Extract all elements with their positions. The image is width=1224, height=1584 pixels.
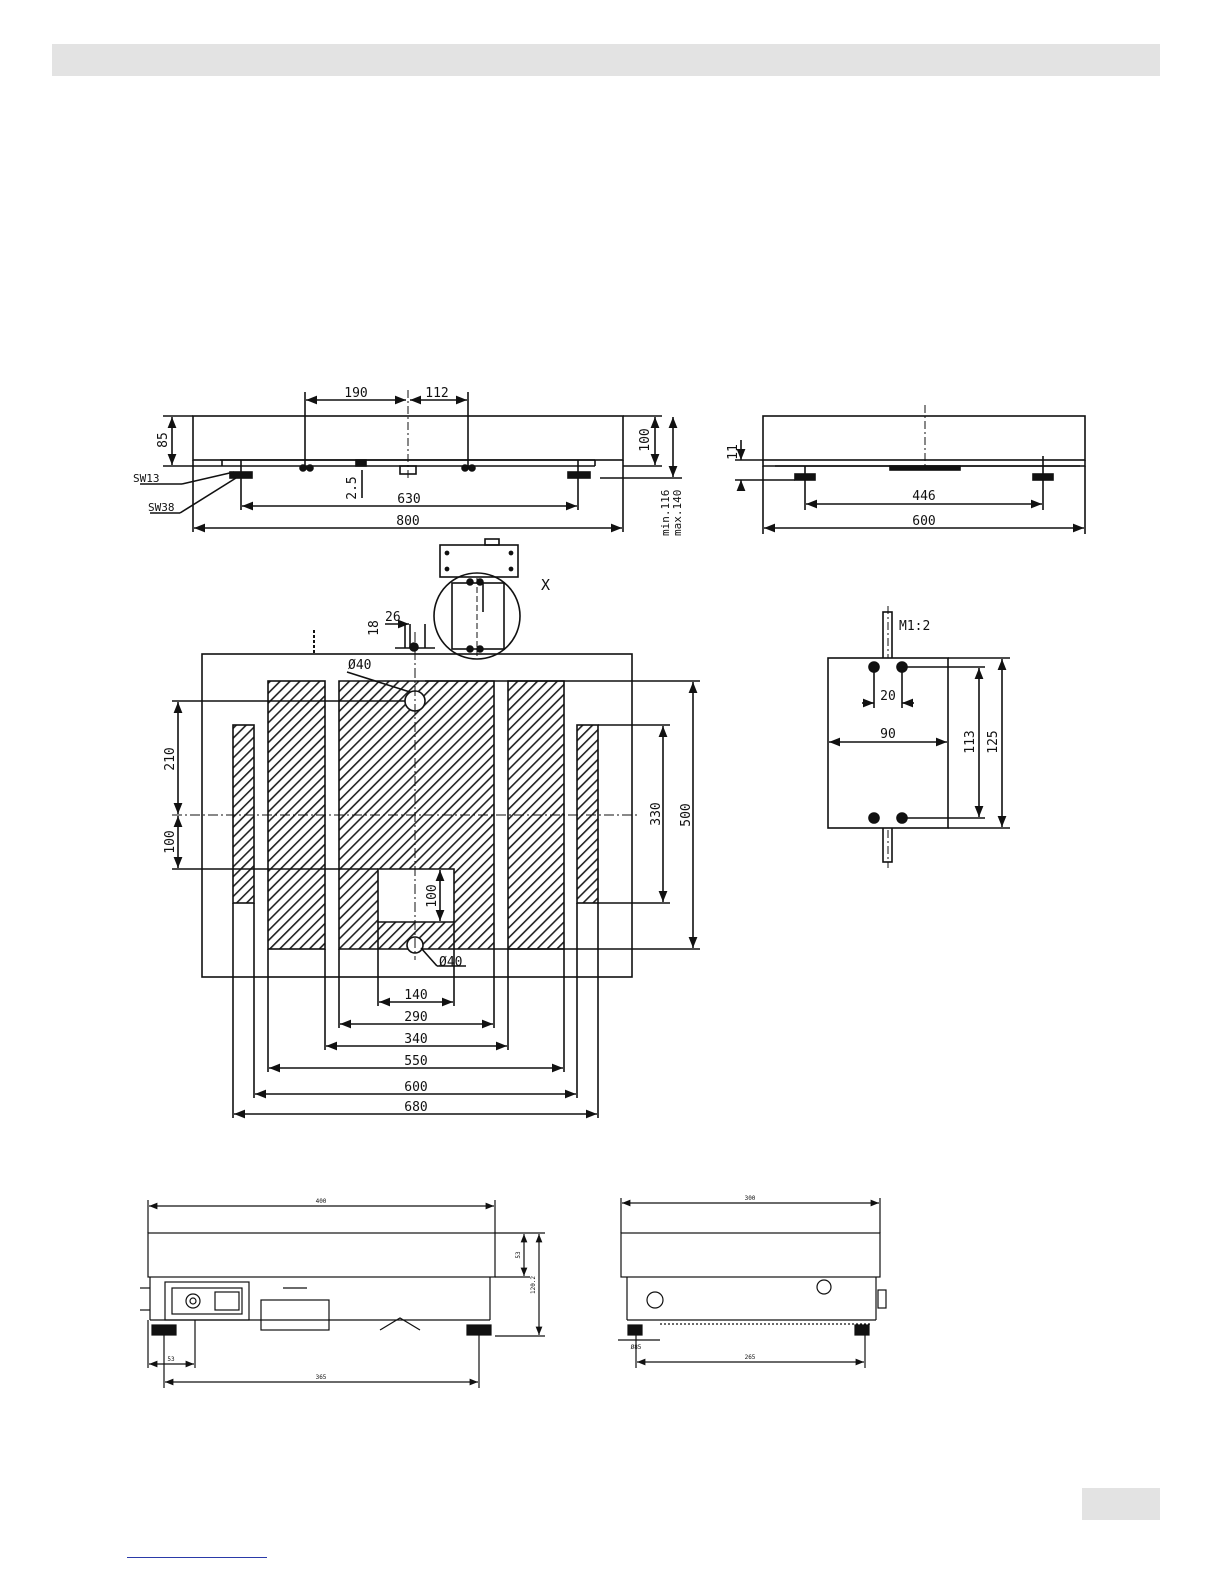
dim-400: 400 [316, 1198, 327, 1205]
dim-100: 100 [638, 428, 653, 451]
dim-2-5: 2.5 [345, 476, 360, 499]
label-sw38: SW38 [148, 501, 175, 514]
dim-113: 113 [963, 730, 978, 753]
dim-365: 365 [316, 1374, 327, 1381]
dim-112: 112 [425, 386, 448, 401]
dim-18: 18 [367, 620, 382, 636]
dim-550: 550 [404, 1054, 427, 1069]
small-side-drawing [618, 1198, 886, 1368]
dim-330: 330 [649, 802, 664, 825]
label-max: max.140 [671, 490, 684, 536]
plan-view-drawing [172, 539, 700, 1118]
dim-190: 190 [344, 386, 367, 401]
dim-630: 630 [397, 492, 420, 507]
detail-m12-drawing [828, 606, 1010, 868]
dim-290: 290 [404, 1010, 427, 1025]
dim-800: 800 [396, 514, 419, 529]
dim-26: 26 [385, 610, 401, 625]
dim-dia85: Ø85 [631, 1344, 642, 1351]
small-front-drawing [140, 1200, 545, 1388]
dim-210: 210 [163, 747, 178, 770]
dim-53-h: 53 [515, 1251, 522, 1259]
dim-125: 125 [986, 730, 1001, 753]
page-number-badge [1082, 1488, 1160, 1520]
dim-11: 11 [726, 444, 741, 460]
dim-140: 140 [404, 988, 427, 1003]
dim-53-w: 53 [167, 1356, 175, 1363]
dim-20: 20 [880, 689, 896, 704]
front-elevation-drawing [140, 390, 682, 532]
small-front-labels: 400 53 120.2 53 365 [167, 1198, 537, 1381]
side-elevation-drawing [735, 405, 1085, 534]
dim-dia40-top: Ø40 [348, 658, 371, 673]
dim-100-left: 100 [163, 830, 178, 853]
footer-link-rule [127, 1557, 267, 1558]
small-side-labels: 300 Ø85 265 [631, 1195, 756, 1361]
dim-120-2: 120.2 [530, 1276, 537, 1294]
dim-446: 446 [912, 489, 935, 504]
dim-600: 600 [912, 514, 935, 529]
side-elevation-labels: 11 446 600 [726, 444, 936, 529]
label-m12: M1:2 [899, 619, 930, 634]
dim-dia40-bottom: Ø40 [439, 955, 462, 970]
dim-340: 340 [404, 1032, 427, 1047]
dim-680: 680 [404, 1100, 427, 1115]
dim-90: 90 [880, 727, 896, 742]
dim-300: 300 [745, 1195, 756, 1202]
dim-500: 500 [679, 803, 694, 826]
dim-100-inner: 100 [425, 884, 440, 907]
label-sw13: SW13 [133, 472, 160, 485]
label-x: X [541, 576, 550, 594]
dim-600: 600 [404, 1080, 427, 1095]
dim-85: 85 [156, 432, 171, 448]
dim-265: 265 [745, 1354, 756, 1361]
